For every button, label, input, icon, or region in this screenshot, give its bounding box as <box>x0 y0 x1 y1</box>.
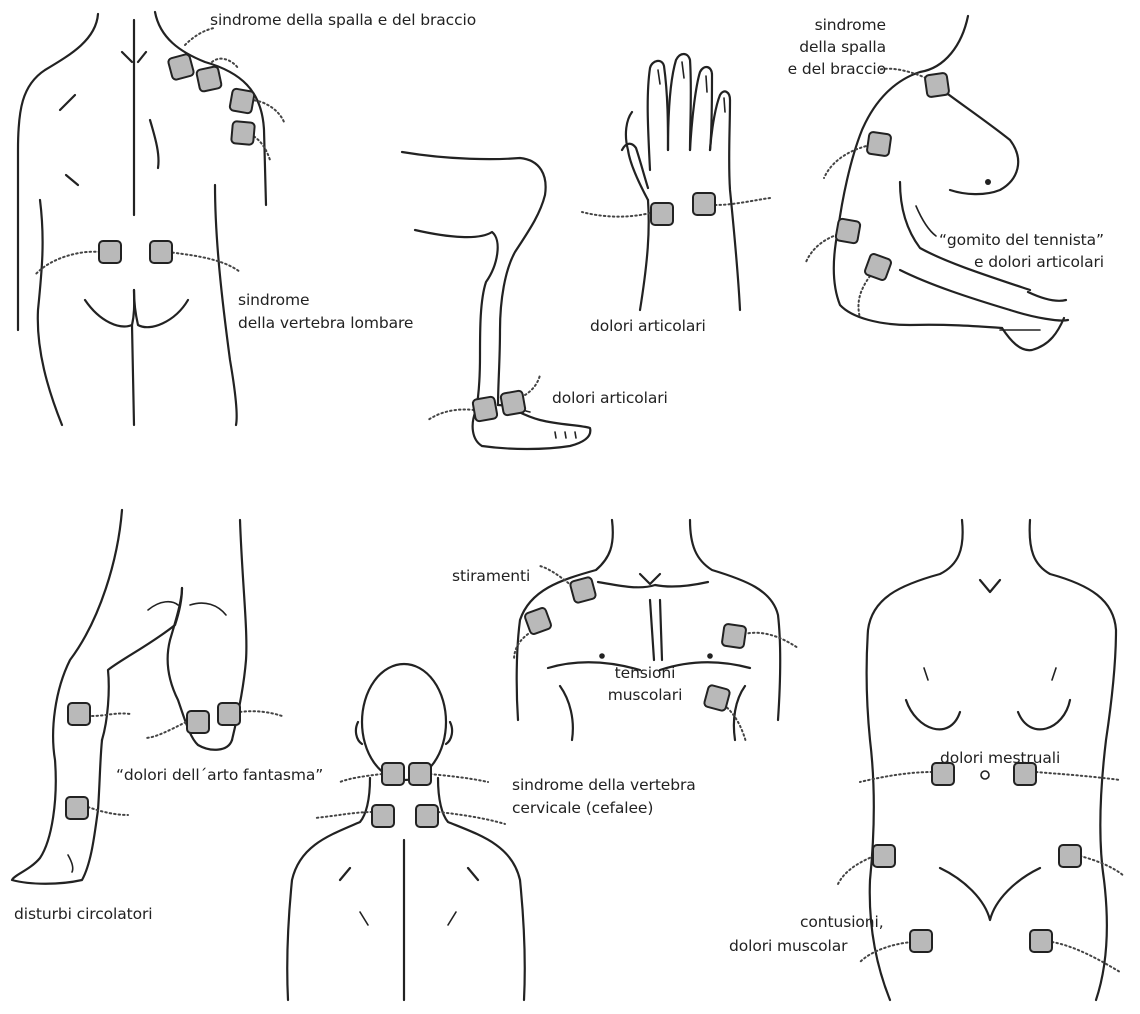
label-hand-joint: dolori articolari <box>590 316 706 337</box>
electrodes-hand <box>582 193 770 225</box>
figure-front-torso-navel <box>981 771 989 779</box>
figure-head-neck <box>287 664 525 1000</box>
figure-phantom-limb <box>12 510 246 884</box>
figure-back-torso <box>18 12 266 425</box>
label-back-shoulder: sindrome della spalla e del braccio <box>210 10 476 31</box>
label-tensioni-line2: muscolari <box>600 685 690 706</box>
label-lumbar-line2: della vertebra lombare <box>238 313 413 334</box>
label-tensioni-line1: tensioni <box>600 663 690 684</box>
label-phantom: “dolori dell´arto fantasma” <box>116 765 323 786</box>
electrodes-neck <box>315 763 505 827</box>
label-menstrual: dolori mestruali <box>940 748 1060 769</box>
label-circulatory: disturbi circolatori <box>14 904 152 925</box>
label-cervical-line2: cervicale (cefalee) <box>512 798 653 819</box>
label-arm-shoulder-line3: e del braccio <box>788 59 886 80</box>
figure-chest-nipple-right <box>707 653 713 659</box>
label-contusions-line1: contusioni, <box>800 912 884 933</box>
figure-hand <box>622 54 740 310</box>
electrodes-back <box>35 28 284 275</box>
electrodes-abdomen <box>838 763 1124 972</box>
label-tennis-line1: “gomito del tennista” <box>939 230 1104 251</box>
electrodes-chest <box>514 566 798 742</box>
label-arm-shoulder-line1: sindrome <box>815 15 886 36</box>
label-cervical-line1: sindrome della vertebra <box>512 775 696 796</box>
label-tennis-line2: e dolori articolari <box>974 252 1104 273</box>
label-ankle-joint: dolori articolari <box>552 388 668 409</box>
figure-arm-side-nipple <box>985 179 991 185</box>
label-arm-shoulder-line2: della spalla <box>799 37 886 58</box>
label-stiramenti: stiramenti <box>452 566 530 587</box>
label-contusions-line2: dolori muscolar <box>729 936 847 957</box>
label-lumbar-line1: sindrome <box>238 290 309 311</box>
figure-chest-nipple-left <box>599 653 605 659</box>
electrodes-arm <box>806 69 949 318</box>
